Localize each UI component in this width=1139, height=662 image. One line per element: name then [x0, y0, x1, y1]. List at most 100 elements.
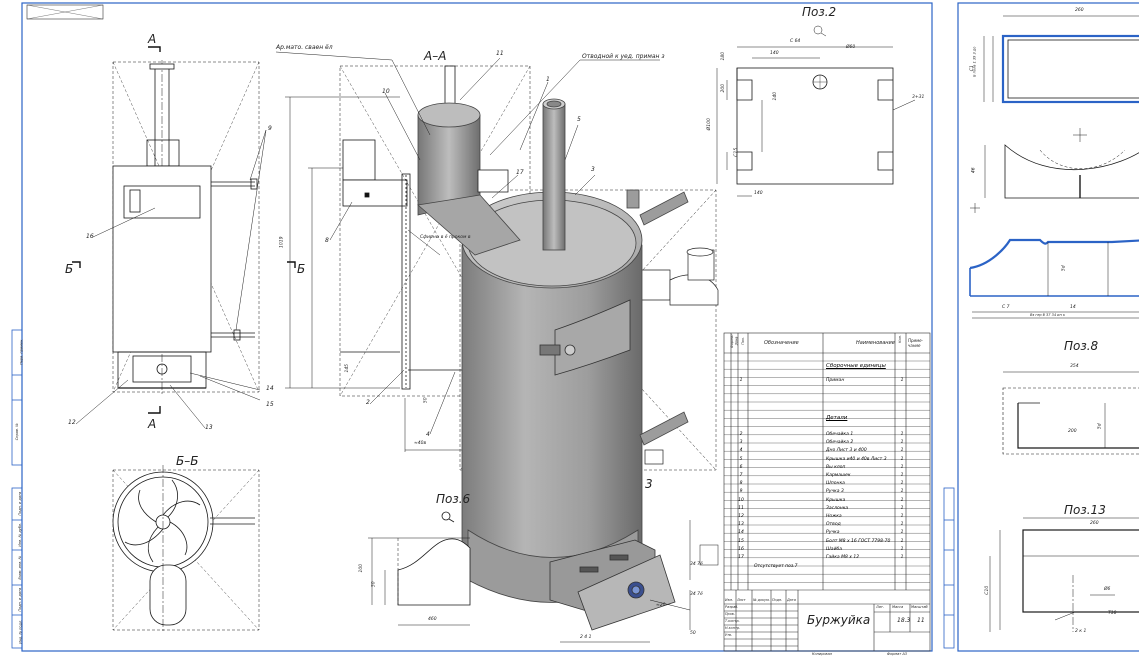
spec-row-extra: Отсутствует поз.7 — [724, 563, 930, 571]
right-mid-part — [970, 128, 1139, 213]
section-aa-view — [339, 65, 531, 397]
side-strip-label-3: Инв. № дубл. — [18, 522, 23, 547]
spec-header-qty: Кол. — [897, 335, 902, 343]
spec-cell-qty: 1 — [900, 522, 904, 528]
spec-cell-qty: 1 — [900, 505, 904, 511]
dim-right-mid-side: 46 — [971, 167, 977, 174]
top-left-stamp-box — [26, 4, 104, 20]
spec-cell-pos: 8 — [739, 481, 743, 487]
dim-pos2-top2: 140 — [770, 51, 779, 56]
spec-cell-name: Крышка и40 и 40в Лист 3 — [826, 456, 887, 462]
title-block-role: Пров. — [725, 612, 735, 616]
spec-cell-pos: 14 — [738, 530, 744, 536]
spec-cell-pos: 2 — [739, 432, 743, 437]
dim-pos2-side5: 140 — [773, 91, 779, 101]
side-strip-right — [943, 487, 955, 649]
spec-cell-extra: Отсутствует поз.7 — [754, 564, 798, 569]
title-block-role: Дата — [787, 598, 796, 602]
side-strip-label-6: Инв. № подл. — [18, 619, 23, 644]
section-marks-a — [72, 46, 296, 414]
dim-pos2-bot: 140 — [754, 191, 763, 196]
dim-right-blue-w2: 14 — [1070, 305, 1076, 310]
leader-note-top-right: Отводной к уед. приман з — [582, 53, 665, 60]
dim-iso-d5: 50 — [690, 631, 696, 636]
dim-pos2-hole: Ø60 — [846, 45, 856, 50]
dim-pos2-side6: 3+31 — [912, 95, 925, 100]
callout-1: 1 — [546, 76, 550, 83]
title-block-col-lit: Лит. — [876, 605, 885, 609]
spec-cell-qty: 1 — [900, 538, 904, 544]
title-block-role: Разраб. — [725, 605, 739, 609]
spec-cell-name: Крышка — [826, 497, 846, 503]
callout-12: 12 — [68, 419, 76, 426]
chimney-pipe — [542, 98, 566, 251]
title-block-role: Н.контр. — [725, 626, 741, 630]
dim-pos2-side4: С15 — [734, 147, 740, 157]
title-block-sheet: 11 — [917, 617, 925, 624]
side-strip-label-1: Справ. № — [14, 423, 19, 441]
dim-pos6-h1: 100 — [359, 563, 365, 573]
spec-cell-name: Ручка — [826, 530, 840, 536]
spec-table-grid — [723, 332, 931, 652]
pos6-label: Поз.6 — [436, 492, 471, 506]
side-strip-label-0: Перв. примен. — [19, 338, 24, 365]
pos13-label: Поз.13 — [1064, 503, 1106, 517]
spec-cell-qty: 1 — [900, 432, 904, 437]
callout-16: 16 — [86, 233, 94, 240]
callout-5: 5 — [577, 116, 581, 123]
callout-3: 3 — [591, 166, 595, 173]
right-sheet-frame — [957, 2, 1139, 652]
iso-bottom-dims — [560, 520, 719, 643]
spec-header-zone: Зона — [734, 336, 739, 346]
dim-right-blue-total: Вэ гер б 37 34 ип к — [1030, 313, 1065, 317]
spec-cell-pos: 16 — [738, 546, 744, 552]
callout-11: 11 — [496, 50, 504, 57]
title-block-role: № докум. — [753, 598, 770, 602]
section-b-left-label: Б — [65, 262, 74, 276]
side-strip-label-5: Подп. и дата — [18, 587, 23, 612]
dim-pos2-top1: С 64 — [790, 39, 801, 44]
section-bb-view — [112, 465, 260, 632]
spec-cell-name: Обечайка 2 — [826, 440, 854, 446]
spec-cell-name: Отвод — [826, 522, 841, 528]
spec-cell-pos: 3 — [739, 440, 743, 446]
dim-pos6-w: 460 — [428, 617, 437, 622]
leader-note-top-left: Ар.мато. сваен ёл — [276, 44, 333, 51]
spec-cell-name: Дно Лист 3 и 400 — [826, 448, 867, 454]
dim-right-blue-w1: С 7 — [1002, 305, 1010, 310]
section-b-mid-label: Б — [297, 262, 306, 276]
iso-back-parts — [639, 247, 719, 465]
title-block-col-scale: Масштаб — [911, 605, 928, 609]
spec-cell-qty: 1 — [900, 481, 904, 487]
section-aa-label: А–А — [424, 49, 447, 63]
callout-10: 10 — [382, 88, 390, 95]
spec-cell-qty: 1 — [900, 497, 904, 503]
side-strip-label-4: Взам. инв. № — [18, 555, 23, 580]
callout-9: 9 — [268, 125, 272, 132]
dim-iso-d4: 2 4 1 — [580, 635, 592, 640]
title-block-role: Утв. — [725, 633, 733, 637]
callout-8: 8 — [325, 237, 329, 244]
dim-iso-d2: 34 7ё — [690, 592, 703, 597]
spec-row-assembly: 1 Приман 1 — [724, 377, 930, 385]
pos2-detail — [736, 67, 894, 185]
spec-cell-pos: 6 — [739, 464, 743, 470]
spec-cell-qty: 1 — [900, 448, 904, 454]
spec-cell-pos: 5 — [739, 456, 743, 462]
side-strip-left — [11, 329, 23, 649]
dim-pos13-bot: 2 к 1 — [1075, 629, 1087, 634]
spec-cell-qty: 1 — [900, 464, 904, 470]
leader-lines — [75, 51, 660, 435]
pos6-detail — [368, 511, 471, 626]
dim-aa-height: 1019 — [279, 236, 285, 248]
spec-cell-name: Ножка — [826, 514, 842, 519]
pos2-label: Поз.2 — [802, 5, 837, 19]
stove-handles — [626, 189, 689, 446]
pos8-label: Поз.8 — [1064, 339, 1099, 353]
callout-15: 15 — [266, 401, 274, 408]
